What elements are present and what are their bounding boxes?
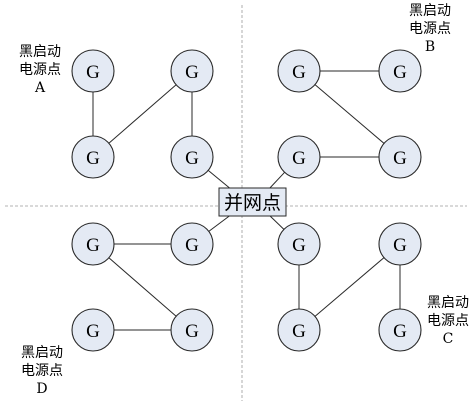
generator-node-a2[interactable]: G bbox=[71, 135, 115, 179]
generator-node-d3[interactable]: G bbox=[71, 308, 115, 352]
generator-node-a4[interactable]: G bbox=[170, 135, 214, 179]
generator-node-d2[interactable]: G bbox=[170, 222, 214, 266]
label-d-line2: 电源点 bbox=[21, 363, 63, 379]
generator-node-a1[interactable]: G bbox=[71, 49, 115, 93]
generator-node-c1[interactable]: G bbox=[277, 222, 321, 266]
label-group-c: 黑启动 电源点 C bbox=[427, 295, 469, 347]
generator-node-c3[interactable]: G bbox=[277, 308, 321, 352]
generator-label: G bbox=[86, 62, 100, 83]
generator-circle bbox=[71, 49, 115, 93]
generator-circle bbox=[277, 49, 321, 93]
generator-label: G bbox=[292, 235, 306, 256]
generator-node-c2[interactable]: G bbox=[378, 222, 422, 266]
generator-circle bbox=[378, 49, 422, 93]
edge-c1-center bbox=[267, 213, 285, 230]
label-group-a: 黑启动 电源点 A bbox=[19, 44, 61, 96]
generator-node-b1[interactable]: G bbox=[277, 49, 321, 93]
edge-c3-c2 bbox=[314, 257, 385, 317]
generator-node-c4[interactable]: G bbox=[378, 308, 422, 352]
generator-label: G bbox=[185, 148, 199, 169]
generator-label: G bbox=[292, 62, 306, 83]
generator-circle bbox=[71, 222, 115, 266]
label-c-letter: C bbox=[443, 331, 454, 347]
label-a-line1: 黑启动 bbox=[19, 44, 61, 60]
edge-b1-b4 bbox=[314, 84, 385, 144]
generator-label: G bbox=[393, 62, 407, 83]
generator-circle bbox=[277, 135, 321, 179]
generator-label: G bbox=[185, 321, 199, 342]
generator-label: G bbox=[86, 148, 100, 169]
generator-label: G bbox=[185, 235, 199, 256]
label-c-line1: 黑启动 bbox=[427, 295, 469, 311]
generator-circle bbox=[71, 135, 115, 179]
label-d-line1: 黑启动 bbox=[21, 345, 63, 361]
generator-node-b4[interactable]: G bbox=[378, 135, 422, 179]
edge-a2-a3 bbox=[108, 84, 177, 144]
generator-circle bbox=[71, 308, 115, 352]
generator-label: G bbox=[393, 321, 407, 342]
label-group-b: 黑启动 电源点 B bbox=[409, 3, 451, 55]
generator-node-a3[interactable]: G bbox=[170, 49, 214, 93]
generator-circle bbox=[170, 222, 214, 266]
generator-label: G bbox=[393, 235, 407, 256]
label-group-d: 黑启动 电源点 D bbox=[21, 345, 63, 397]
generator-label: G bbox=[86, 321, 100, 342]
nodes: G G G G G G G G G G G G G G G G bbox=[71, 49, 422, 352]
edge-a4-center bbox=[207, 169, 233, 191]
generator-node-b3[interactable]: G bbox=[277, 135, 321, 179]
generator-circle bbox=[378, 135, 422, 179]
generator-circle bbox=[277, 222, 321, 266]
generator-circle bbox=[170, 308, 214, 352]
generator-circle bbox=[378, 222, 422, 266]
label-b-line1: 黑启动 bbox=[409, 3, 451, 19]
generator-node-b2[interactable]: G bbox=[378, 49, 422, 93]
label-a-letter: A bbox=[34, 80, 46, 96]
generator-circle bbox=[277, 308, 321, 352]
generator-label: G bbox=[393, 148, 407, 169]
label-c-line2: 电源点 bbox=[427, 313, 469, 329]
generator-node-d1[interactable]: G bbox=[71, 222, 115, 266]
edge-d1-d4 bbox=[108, 257, 177, 317]
generator-label: G bbox=[292, 321, 306, 342]
generator-label: G bbox=[185, 62, 199, 83]
generator-circle bbox=[170, 49, 214, 93]
label-a-line2: 电源点 bbox=[19, 62, 61, 78]
edge-b3-center bbox=[267, 171, 285, 191]
generator-label: G bbox=[292, 148, 306, 169]
generator-circle bbox=[170, 135, 214, 179]
edge-d2-center bbox=[208, 213, 233, 232]
label-d-letter: D bbox=[36, 381, 47, 397]
generator-label: G bbox=[86, 235, 100, 256]
label-b-letter: B bbox=[425, 39, 435, 55]
edges bbox=[92, 70, 401, 331]
grid-connection-point[interactable]: 并网点 bbox=[218, 187, 287, 217]
generator-node-d4[interactable]: G bbox=[170, 308, 214, 352]
generator-circle bbox=[378, 308, 422, 352]
label-b-line2: 电源点 bbox=[409, 21, 451, 37]
grid-connection-label: 并网点 bbox=[224, 192, 281, 214]
